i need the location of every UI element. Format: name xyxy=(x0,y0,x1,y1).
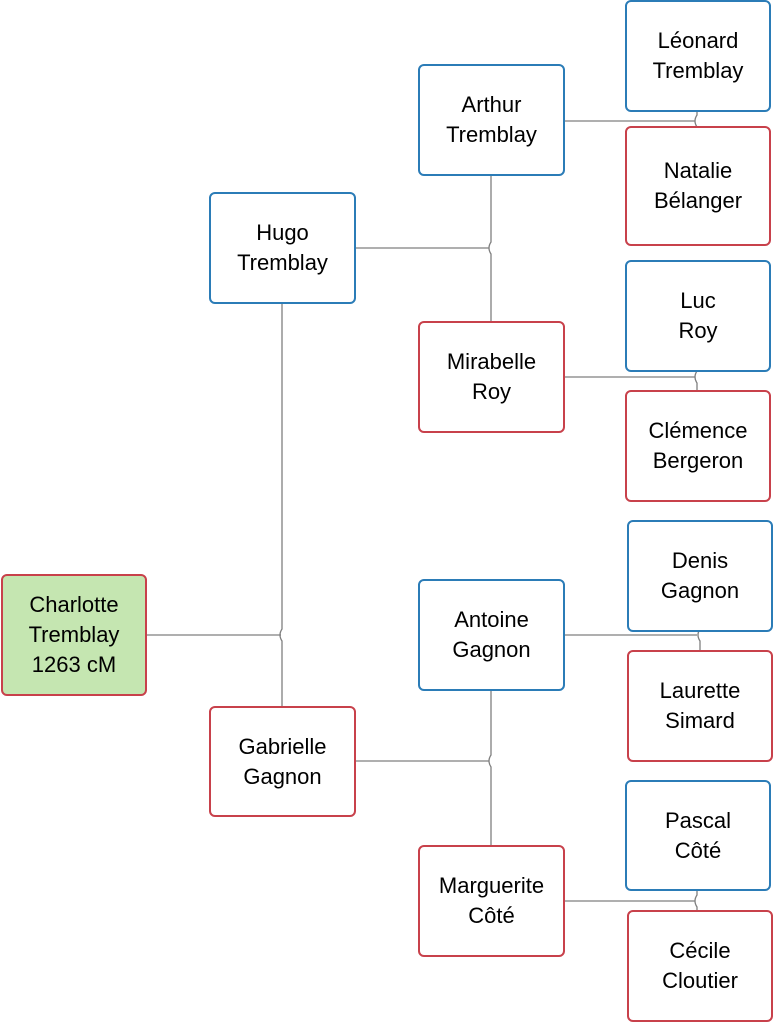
first-name: Cécile xyxy=(669,938,731,963)
first-name: Charlotte xyxy=(29,592,119,617)
person-father[interactable]: Hugo Tremblay xyxy=(209,192,356,304)
connector-antoine-parents xyxy=(565,626,701,650)
last-name: Simard xyxy=(665,708,735,733)
first-name: Arthur xyxy=(461,92,522,117)
first-name: Denis xyxy=(671,548,729,573)
first-name: Antoine xyxy=(454,607,529,632)
person-ggm2[interactable]: Clémence Bergeron xyxy=(625,390,771,502)
first-name: Hugo xyxy=(256,220,309,245)
person-mat-grandmother[interactable]: Marguerite Côté xyxy=(418,845,565,957)
person-ggf2[interactable]: Luc Roy xyxy=(625,260,771,372)
person-ggm4[interactable]: Cécile Cloutier xyxy=(627,910,773,1022)
person-mat-grandfather[interactable]: Antoine Gagnon xyxy=(418,579,565,691)
person-ggm3[interactable]: Laurette Simard xyxy=(627,650,773,762)
last-name: Côté xyxy=(468,903,515,928)
last-name: Roy xyxy=(678,318,718,343)
connector-arthur-parents xyxy=(565,112,698,130)
last-name: Gagnon xyxy=(452,637,531,662)
connector-mirabelle-parents xyxy=(565,368,698,390)
person-ggf3[interactable]: Denis Gagnon xyxy=(627,520,773,632)
first-name: Luc xyxy=(680,288,716,313)
first-name: Laurette xyxy=(659,678,741,703)
last-name: Roy xyxy=(471,379,512,404)
last-name: Côté xyxy=(674,837,722,863)
last-name: Tremblay xyxy=(652,58,744,83)
person-root[interactable]: Charlotte Tremblay 1263 cM xyxy=(1,574,147,696)
shared-dna-cm: 1263 cM xyxy=(31,652,117,677)
person-ggf4[interactable]: Pascal Côté xyxy=(625,780,771,891)
connector-marguerite-parents xyxy=(565,891,698,910)
connector-root-parents xyxy=(147,304,283,706)
last-name: Bergeron xyxy=(652,448,744,473)
first-name: Marguerite xyxy=(438,873,545,898)
first-name: Natalie xyxy=(663,158,733,183)
first-name: Mirabelle xyxy=(446,349,537,374)
person-pat-grandfather[interactable]: Arthur Tremblay xyxy=(418,64,565,176)
last-name: Tremblay xyxy=(446,122,537,147)
first-name: Clémence xyxy=(648,418,748,443)
first-name: Pascal xyxy=(664,807,732,833)
last-name: Bélanger xyxy=(653,188,743,213)
last-name: Cloutier xyxy=(662,968,738,993)
first-name: Léonard xyxy=(657,28,739,53)
person-ggf1[interactable]: Léonard Tremblay xyxy=(625,0,771,112)
person-mother[interactable]: Gabrielle Gagnon xyxy=(209,706,356,817)
last-name: Tremblay xyxy=(28,622,120,647)
connector-mother-grandparents xyxy=(356,691,492,845)
last-name: Gagnon xyxy=(660,578,740,603)
last-name: Tremblay xyxy=(237,250,328,275)
connector-father-grandparents xyxy=(356,176,492,321)
person-pat-grandmother[interactable]: Mirabelle Roy xyxy=(418,321,565,433)
person-ggm1[interactable]: Natalie Bélanger xyxy=(625,126,771,246)
last-name: Gagnon xyxy=(243,763,322,789)
first-name: Gabrielle xyxy=(238,733,327,759)
